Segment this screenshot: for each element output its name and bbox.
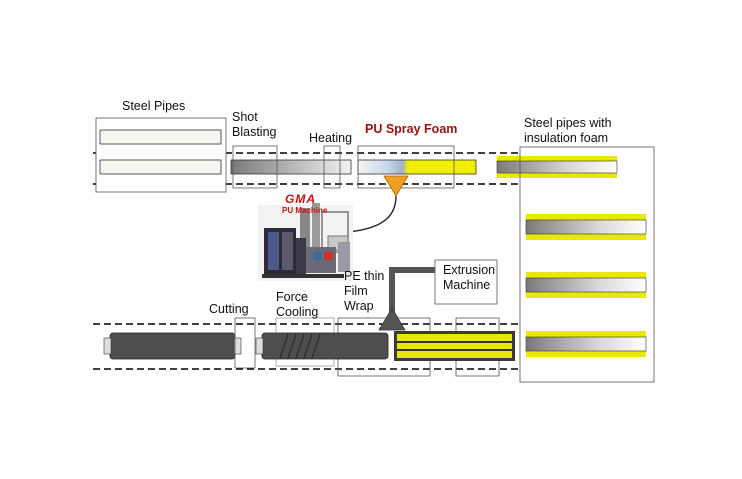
cut-pipe-endcap-right bbox=[233, 337, 242, 355]
extrusion-machine-box bbox=[434, 259, 498, 305]
foamed-pipes-label: Steel pipes with insulation foam bbox=[524, 116, 612, 145]
foamed-pipe-core-2 bbox=[525, 277, 647, 293]
cooling-hatching bbox=[279, 333, 321, 359]
force-cooling-endcap bbox=[255, 337, 264, 355]
shot-blasting-label: Shot Blasting bbox=[232, 110, 277, 139]
spray-nozzle bbox=[383, 175, 409, 197]
foamed-pipe-core-3 bbox=[525, 336, 647, 352]
force-cooling-label: Force Cooling bbox=[276, 290, 319, 319]
steel-pipes-label: Steel Pipes bbox=[122, 99, 186, 113]
cutting-label: Cutting bbox=[209, 302, 249, 316]
spray-hose bbox=[347, 195, 397, 233]
steel-pipe-on-line bbox=[99, 159, 222, 175]
pu-spray-foam-label: PU Spray Foam bbox=[365, 122, 458, 136]
shot-blasting-pipe bbox=[230, 159, 352, 175]
foamed-pipe-top-core bbox=[496, 160, 618, 174]
cut-pipe-endcap-left bbox=[103, 337, 112, 355]
pu-machine-image bbox=[258, 203, 353, 281]
gma-logo: GMA bbox=[285, 192, 316, 206]
pe-jacket-core-fill bbox=[397, 343, 512, 349]
shot-blasting-station bbox=[232, 145, 278, 189]
steel-pipe-stock bbox=[99, 129, 222, 145]
pu-spray-station bbox=[357, 145, 455, 189]
foamed-pipe-core-1 bbox=[525, 219, 647, 235]
heating-label: Heating bbox=[309, 131, 353, 145]
pu-spray-pipe bbox=[357, 159, 477, 175]
force-cooling-station bbox=[275, 317, 335, 367]
heating-station bbox=[323, 145, 341, 189]
extrusion-machine-label: Extrusion Machine bbox=[443, 263, 496, 292]
pe-thin-film-wrap-label: PE thin Film Wrap bbox=[344, 269, 385, 313]
pu-machine-label: PU Machine bbox=[282, 206, 328, 215]
extrusion-die bbox=[378, 307, 406, 331]
steel-pipes-box bbox=[95, 117, 227, 193]
foamed-pipes-box bbox=[519, 146, 655, 383]
cut-pipe bbox=[109, 332, 236, 360]
cutting-station bbox=[234, 317, 256, 369]
extrusion-feed-pipe bbox=[389, 267, 435, 312]
